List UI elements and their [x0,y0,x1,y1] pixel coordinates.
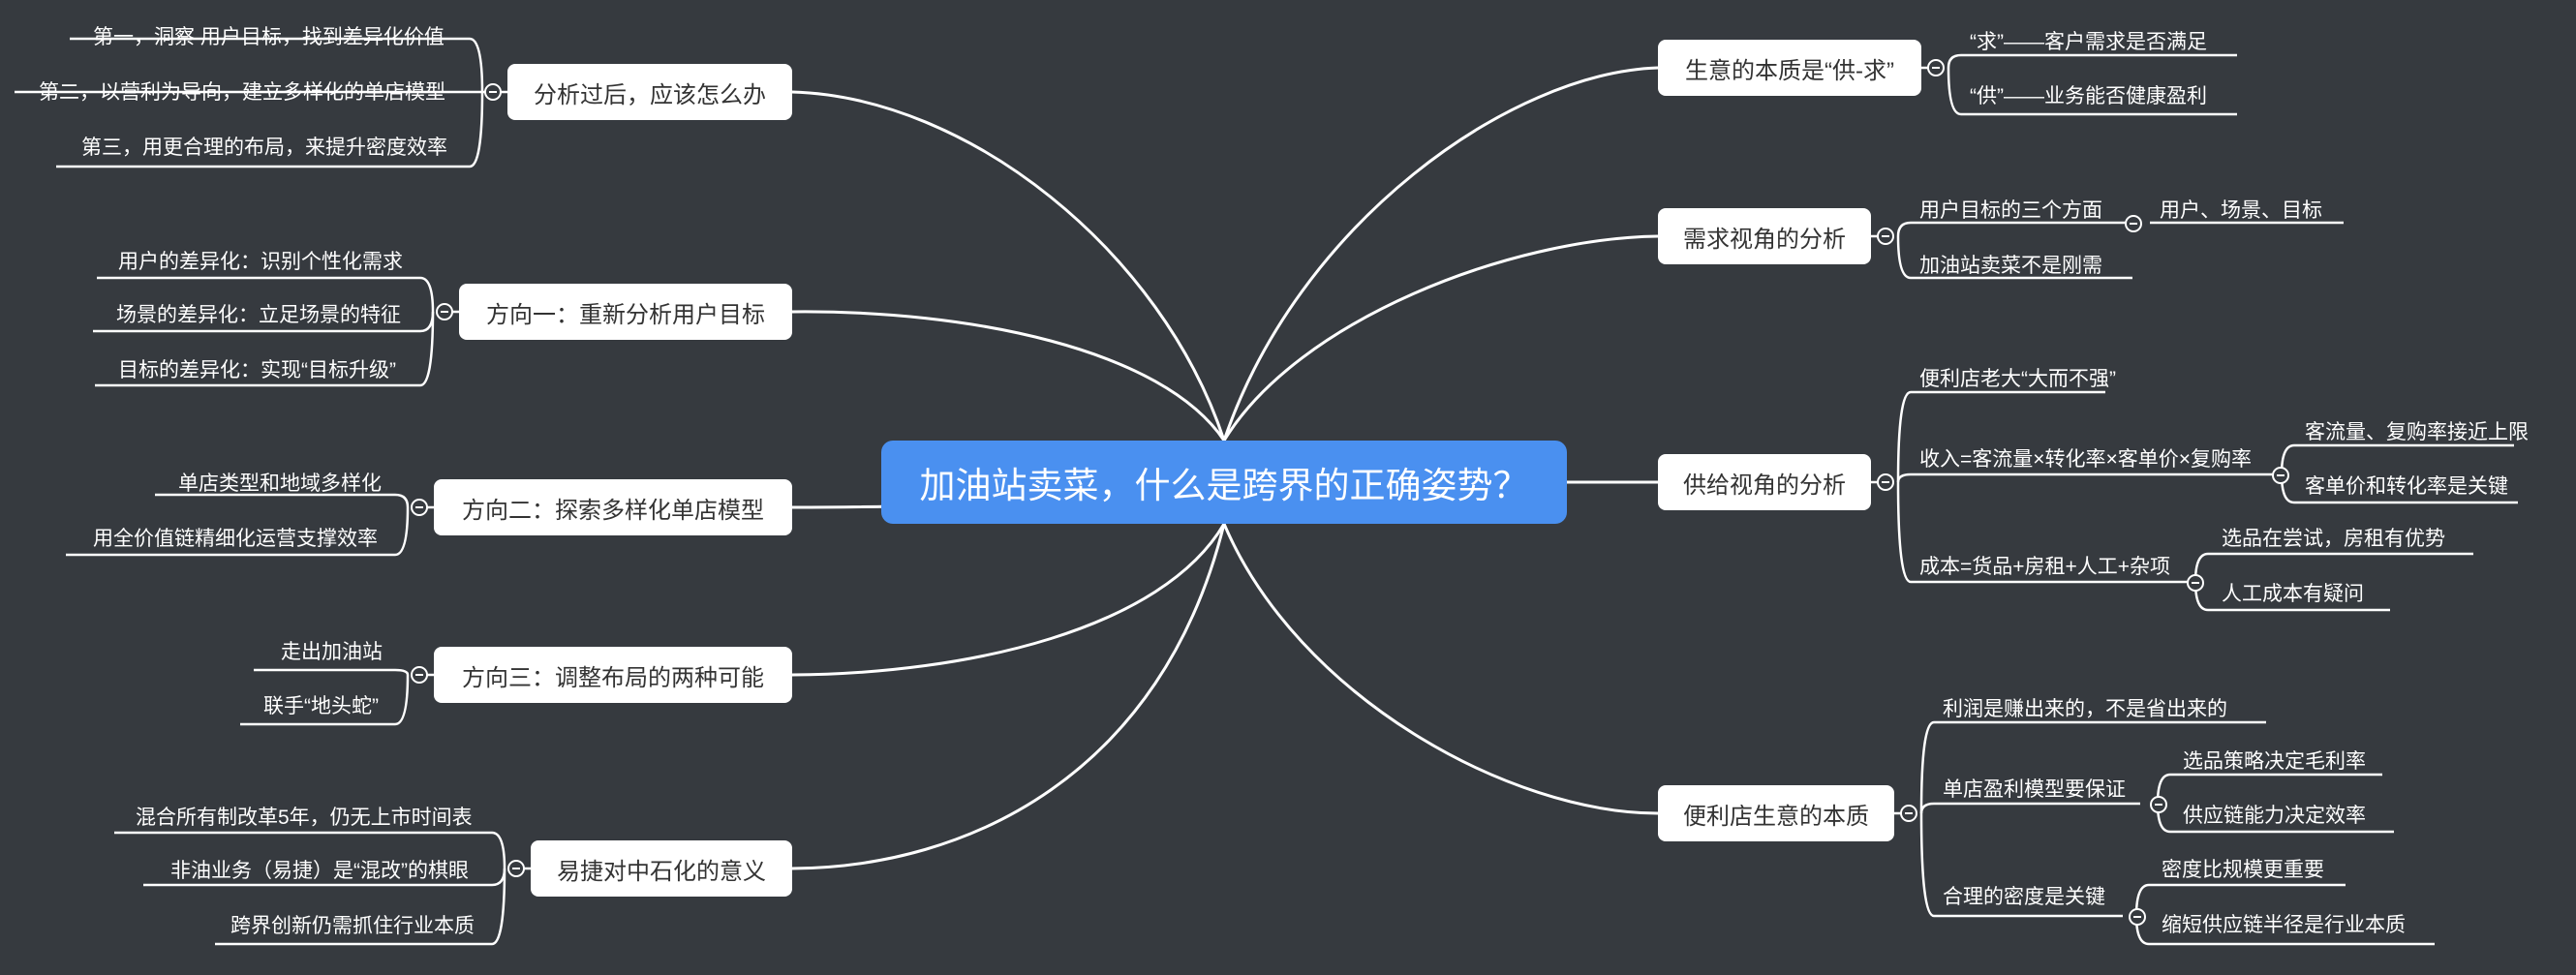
branch-supply-analysis[interactable]: 供给视角的分析 [1658,454,1871,510]
collapse-icon[interactable] [411,666,428,684]
branch-business-essence[interactable]: 生意的本质是“供-求” [1658,40,1921,96]
leaf-traffic-near-limit[interactable]: 客流量、复购率接近上限 [2305,421,2529,443]
branch-analysis-next-steps[interactable]: 分析过后，应该怎么办 [507,64,792,120]
leaf-leave-gas-station[interactable]: 走出加油站 [281,641,383,663]
leaf-density-over-scale[interactable]: 密度比规模更重要 [2162,859,2324,881]
leaf-supply-efficiency[interactable]: 供应链能力决定效率 [2183,805,2366,827]
collapse-icon[interactable] [1927,59,1945,76]
leaf-revenue-formula[interactable]: 收入=客流量×转化率×客单价×复购率 [1919,448,2253,471]
leaf-user-differentiation[interactable]: 用户的差异化：识别个性化需求 [118,251,403,273]
leaf-profit-earned[interactable]: 利润是赚出来的，不是省出来的 [1943,698,2227,720]
leaf-store-profit-model[interactable]: 单店盈利模型要保证 [1943,778,2126,801]
collapse-icon[interactable] [2125,215,2142,232]
leaf-mixed-ownership[interactable]: 混合所有制改革5年，仍无上市时间表 [136,807,473,829]
collapse-icon[interactable] [436,303,453,320]
collapse-icon[interactable] [1900,805,1917,822]
leaf-density-key[interactable]: 合理的密度是关键 [1943,886,2105,908]
leaf-not-necessity[interactable]: 加油站卖菜不是刚需 [1919,255,2102,277]
branch-yijie-significance[interactable]: 易捷对中石化的意义 [531,840,792,897]
leaf-selection-margin[interactable]: 选品策略决定毛利率 [2183,750,2366,773]
leaf-selection-rent[interactable]: 选品在尝试，房租有优势 [2222,528,2445,550]
branch-convenience-essence[interactable]: 便利店生意的本质 [1658,785,1894,841]
leaf-value-chain-ops[interactable]: 用全价值链精细化运营支撑效率 [93,528,378,550]
leaf-cross-innovation[interactable]: 跨界创新仍需抓住行业本质 [230,915,475,937]
leaf-supply-profitable[interactable]: “供”——业务能否健康盈利 [1970,85,2207,107]
leaf-labor-cost-question[interactable]: 人工成本有疑问 [2222,583,2364,605]
branch-direction-two[interactable]: 方向二：探索多样化单店模型 [434,479,792,535]
leaf-layout-density[interactable]: 第三，用更合理的布局，来提升密度效率 [81,137,447,159]
collapse-icon[interactable] [2150,796,2167,813]
branch-demand-analysis[interactable]: 需求视角的分析 [1658,208,1871,264]
leaf-user-scene-goal[interactable]: 用户、场景、目标 [2160,199,2322,222]
leaf-store-type-region[interactable]: 单店类型和地域多样化 [178,472,382,495]
collapse-icon[interactable] [2272,467,2289,484]
collapse-icon[interactable] [1877,228,1894,245]
leaf-scene-differentiation[interactable]: 场景的差异化：立足场景的特征 [116,304,401,326]
branch-direction-three[interactable]: 方向三：调整布局的两种可能 [434,647,792,703]
collapse-icon[interactable] [2129,908,2146,926]
leaf-goal-differentiation[interactable]: 目标的差异化：实现“目标升级” [118,359,396,381]
collapse-icon[interactable] [2187,574,2204,592]
leaf-insight-user-goal[interactable]: 第一，洞察 用户目标，找到差异化价值 [93,26,445,48]
collapse-icon[interactable] [1877,473,1894,491]
leaf-demand-met[interactable]: “求”——客户需求是否满足 [1970,31,2207,53]
leaf-cost-formula[interactable]: 成本=货品+房租+人工+杂项 [1919,556,2171,578]
leaf-big-not-strong[interactable]: 便利店老大“大而不强” [1919,368,2116,390]
leaf-user-goal-aspects[interactable]: 用户目标的三个方面 [1919,199,2102,222]
collapse-icon[interactable] [507,860,525,877]
root-topic[interactable]: 加油站卖菜，什么是跨界的正确姿势？ [881,441,1567,524]
leaf-profit-store-model[interactable]: 第二，以营利为导向，建立多样化的单店模型 [39,81,445,104]
leaf-local-partner[interactable]: 联手“地头蛇” [263,695,379,717]
leaf-price-conversion-key[interactable]: 客单价和转化率是关键 [2305,475,2508,498]
branch-direction-one[interactable]: 方向一：重新分析用户目标 [459,284,792,340]
leaf-shorten-supply-chain[interactable]: 缩短供应链半径是行业本质 [2162,914,2406,936]
collapse-icon[interactable] [411,499,428,516]
collapse-icon[interactable] [484,83,502,101]
leaf-non-oil-key[interactable]: 非油业务（易捷）是“混改”的棋眼 [170,860,469,882]
